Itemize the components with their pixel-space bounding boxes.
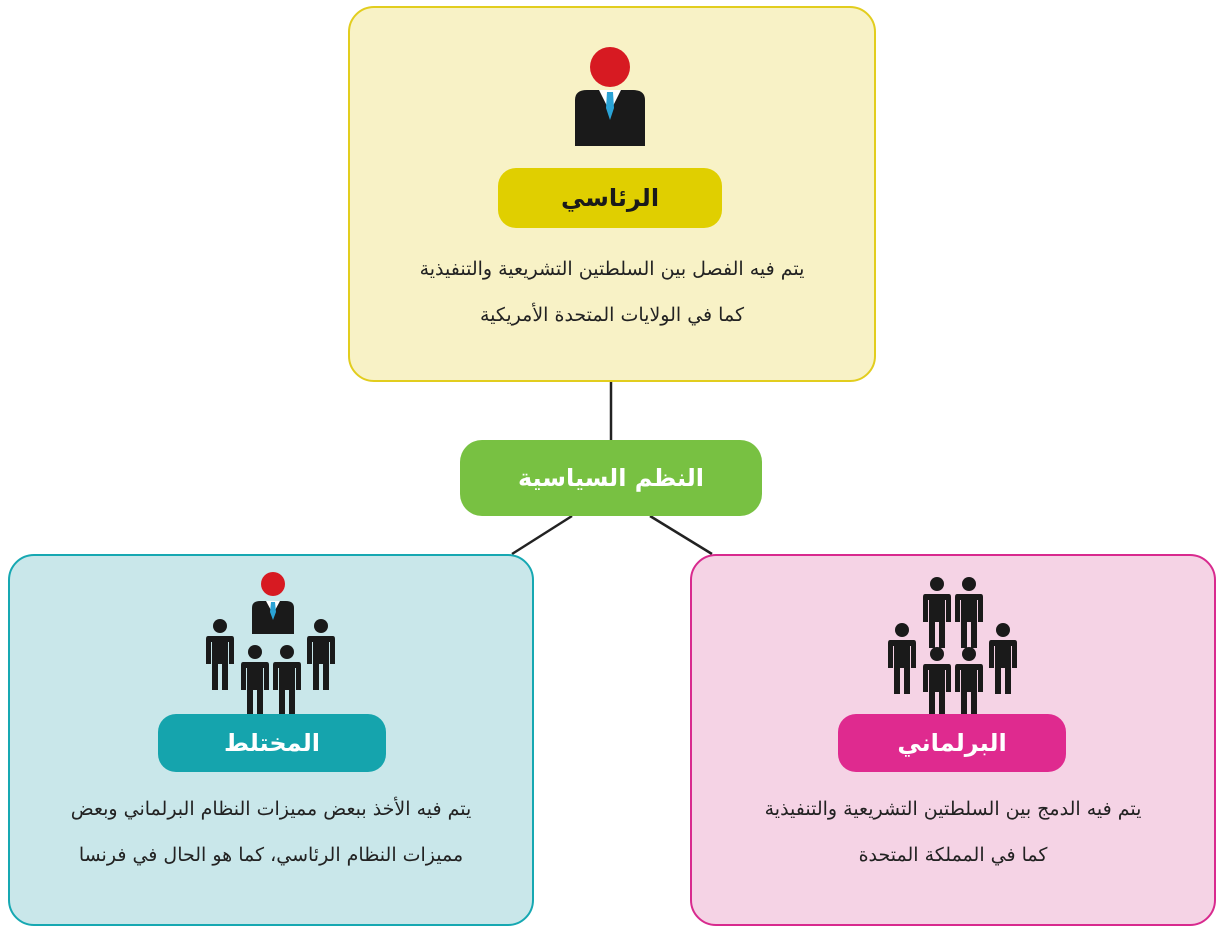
leader-with-group-icon [206,572,335,716]
presidential-description-line1: يتم فيه الفصل بين السلطتين التشريعية وال… [419,258,805,280]
parliamentary-description-line2: كما في المملكة المتحدة [858,844,1048,866]
connector-root-to-mixed [511,514,573,556]
presidential-title: الرئاسي [498,168,722,228]
mixed-description: يتم فيه الأخذ ببعض مميزات النظام البرلما… [16,786,526,878]
group-of-people-icon [888,577,1017,718]
parliamentary-description-line1: يتم فيه الدمج بين السلطتين التشريعية وال… [764,798,1142,820]
businessman-icon [575,47,645,146]
connector-root-to-parliamentary [649,514,713,556]
presidential-description-line2: كما في الولايات المتحدة الأمريكية [479,304,745,326]
mixed-title: المختلط [158,714,386,772]
mixed-description-line1: يتم فيه الأخذ ببعض مميزات النظام البرلما… [70,798,472,820]
parliamentary-description: يتم فيه الدمج بين السلطتين التشريعية وال… [698,786,1208,878]
presidential-description: يتم فيه الفصل بين السلطتين التشريعية وال… [356,246,868,338]
political-systems-root: النظم السياسية [460,440,762,516]
parliamentary-title: البرلماني [838,714,1066,772]
mixed-description-line2: مميزات النظام الرئاسي، كما هو الحال في ف… [78,844,464,866]
